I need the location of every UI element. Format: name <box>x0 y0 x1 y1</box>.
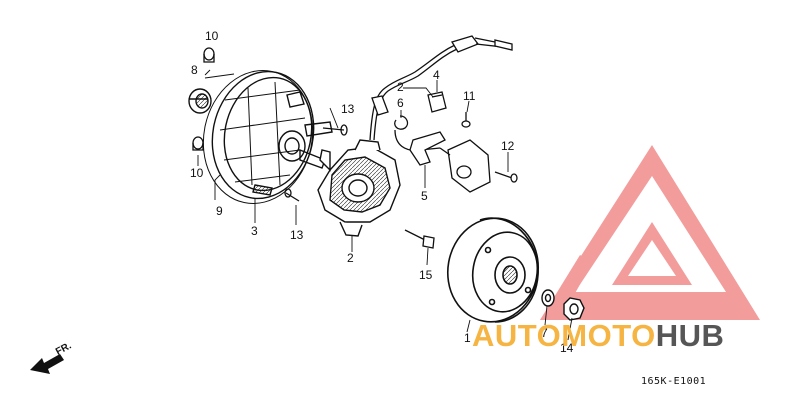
callout-4: 4 <box>433 68 440 82</box>
bolt-part <box>284 124 348 202</box>
callout-12: 12 <box>501 139 515 153</box>
watermark-part2: HUB <box>655 318 725 353</box>
diagram-code: 165K-E1001 <box>641 376 707 387</box>
callout-10-lower: 10 <box>190 166 204 180</box>
callout-11: 11 <box>463 89 476 103</box>
callout-9: 9 <box>216 204 223 218</box>
callout-13-upper: 13 <box>341 102 355 116</box>
watermark-part1: AUTOMOTO <box>472 318 656 353</box>
callout-6: 6 <box>397 96 404 110</box>
wire-harness-part <box>369 35 513 151</box>
dowel-pin-part <box>192 47 215 151</box>
callout-10-upper: 10 <box>205 29 219 43</box>
callout-5: 5 <box>421 189 428 203</box>
automotohub-logo-icon <box>540 145 760 320</box>
callout-15: 15 <box>419 268 433 282</box>
callout-13-lower: 13 <box>290 228 304 242</box>
callout-14: 14 <box>560 341 574 355</box>
grommet-part <box>427 91 447 113</box>
nut-part <box>563 297 585 321</box>
left-cover-part <box>202 70 333 204</box>
washer-part <box>541 289 555 307</box>
bolt-part-12 <box>494 171 518 183</box>
leader-lines <box>197 69 573 341</box>
callout-2-upper: 2 <box>397 80 404 94</box>
callout-7: 7 <box>541 326 548 340</box>
callout-8: 8 <box>191 63 198 77</box>
stator-part <box>317 139 401 237</box>
screw-part <box>461 112 471 128</box>
front-direction-arrow-icon <box>30 354 64 374</box>
callout-3: 3 <box>251 224 258 238</box>
flywheel-rotor-part <box>446 217 540 323</box>
oil-seal-part <box>188 88 212 114</box>
clamp-part <box>394 115 409 130</box>
callout-2-lower: 2 <box>347 251 354 265</box>
automotohub-watermark: AUTOMOTOHUB <box>472 318 724 354</box>
pulse-generator-part <box>409 131 491 193</box>
bolt-part-15 <box>404 229 435 249</box>
callout-1: 1 <box>464 331 471 345</box>
